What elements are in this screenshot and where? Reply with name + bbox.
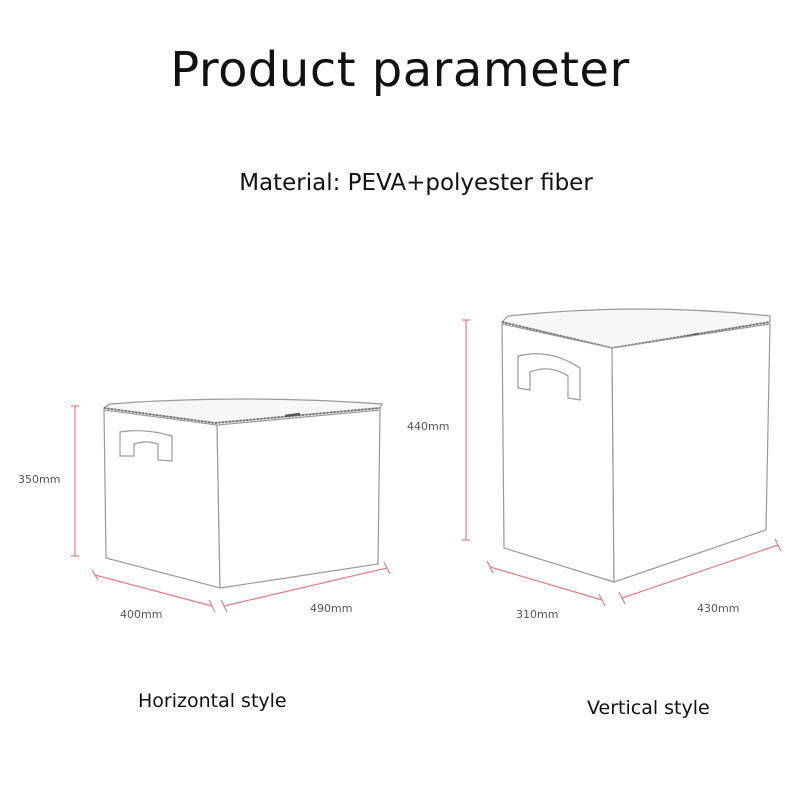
vertical-depth-label: 310mm [516,608,558,621]
horizontal-height-label: 350mm [18,473,60,486]
horizontal-zipper [103,407,381,425]
vertical-front-face [611,323,771,583]
vertical-width-label: 430mm [697,602,739,615]
horizontal-box [102,398,383,589]
horizontal-depth-label: 400mm [120,608,162,621]
vertical-dimensions [462,319,782,607]
vertical-style-caption: Vertical style [587,697,710,719]
material-text: Material: PEVA+polyester fiber [239,170,593,196]
horizontal-dimensions [71,405,391,613]
depth-dimension-line [94,574,213,607]
horizontal-style-caption: Horizontal style [138,690,287,712]
vertical-lid [500,308,771,349]
vertical-handle-icon [517,353,581,401]
horizontal-handle-icon [119,430,173,462]
vertical-box [500,308,771,583]
horizontal-front-face [216,409,381,589]
width-dimension-line [621,544,779,599]
zipper-pull-icon [284,412,301,418]
depth-dimension-line [489,566,603,601]
width-dimension-line [223,567,388,607]
page-title: Product parameter [170,42,630,98]
horizontal-width-label: 490mm [310,602,352,615]
vertical-height-label: 440mm [407,420,449,433]
